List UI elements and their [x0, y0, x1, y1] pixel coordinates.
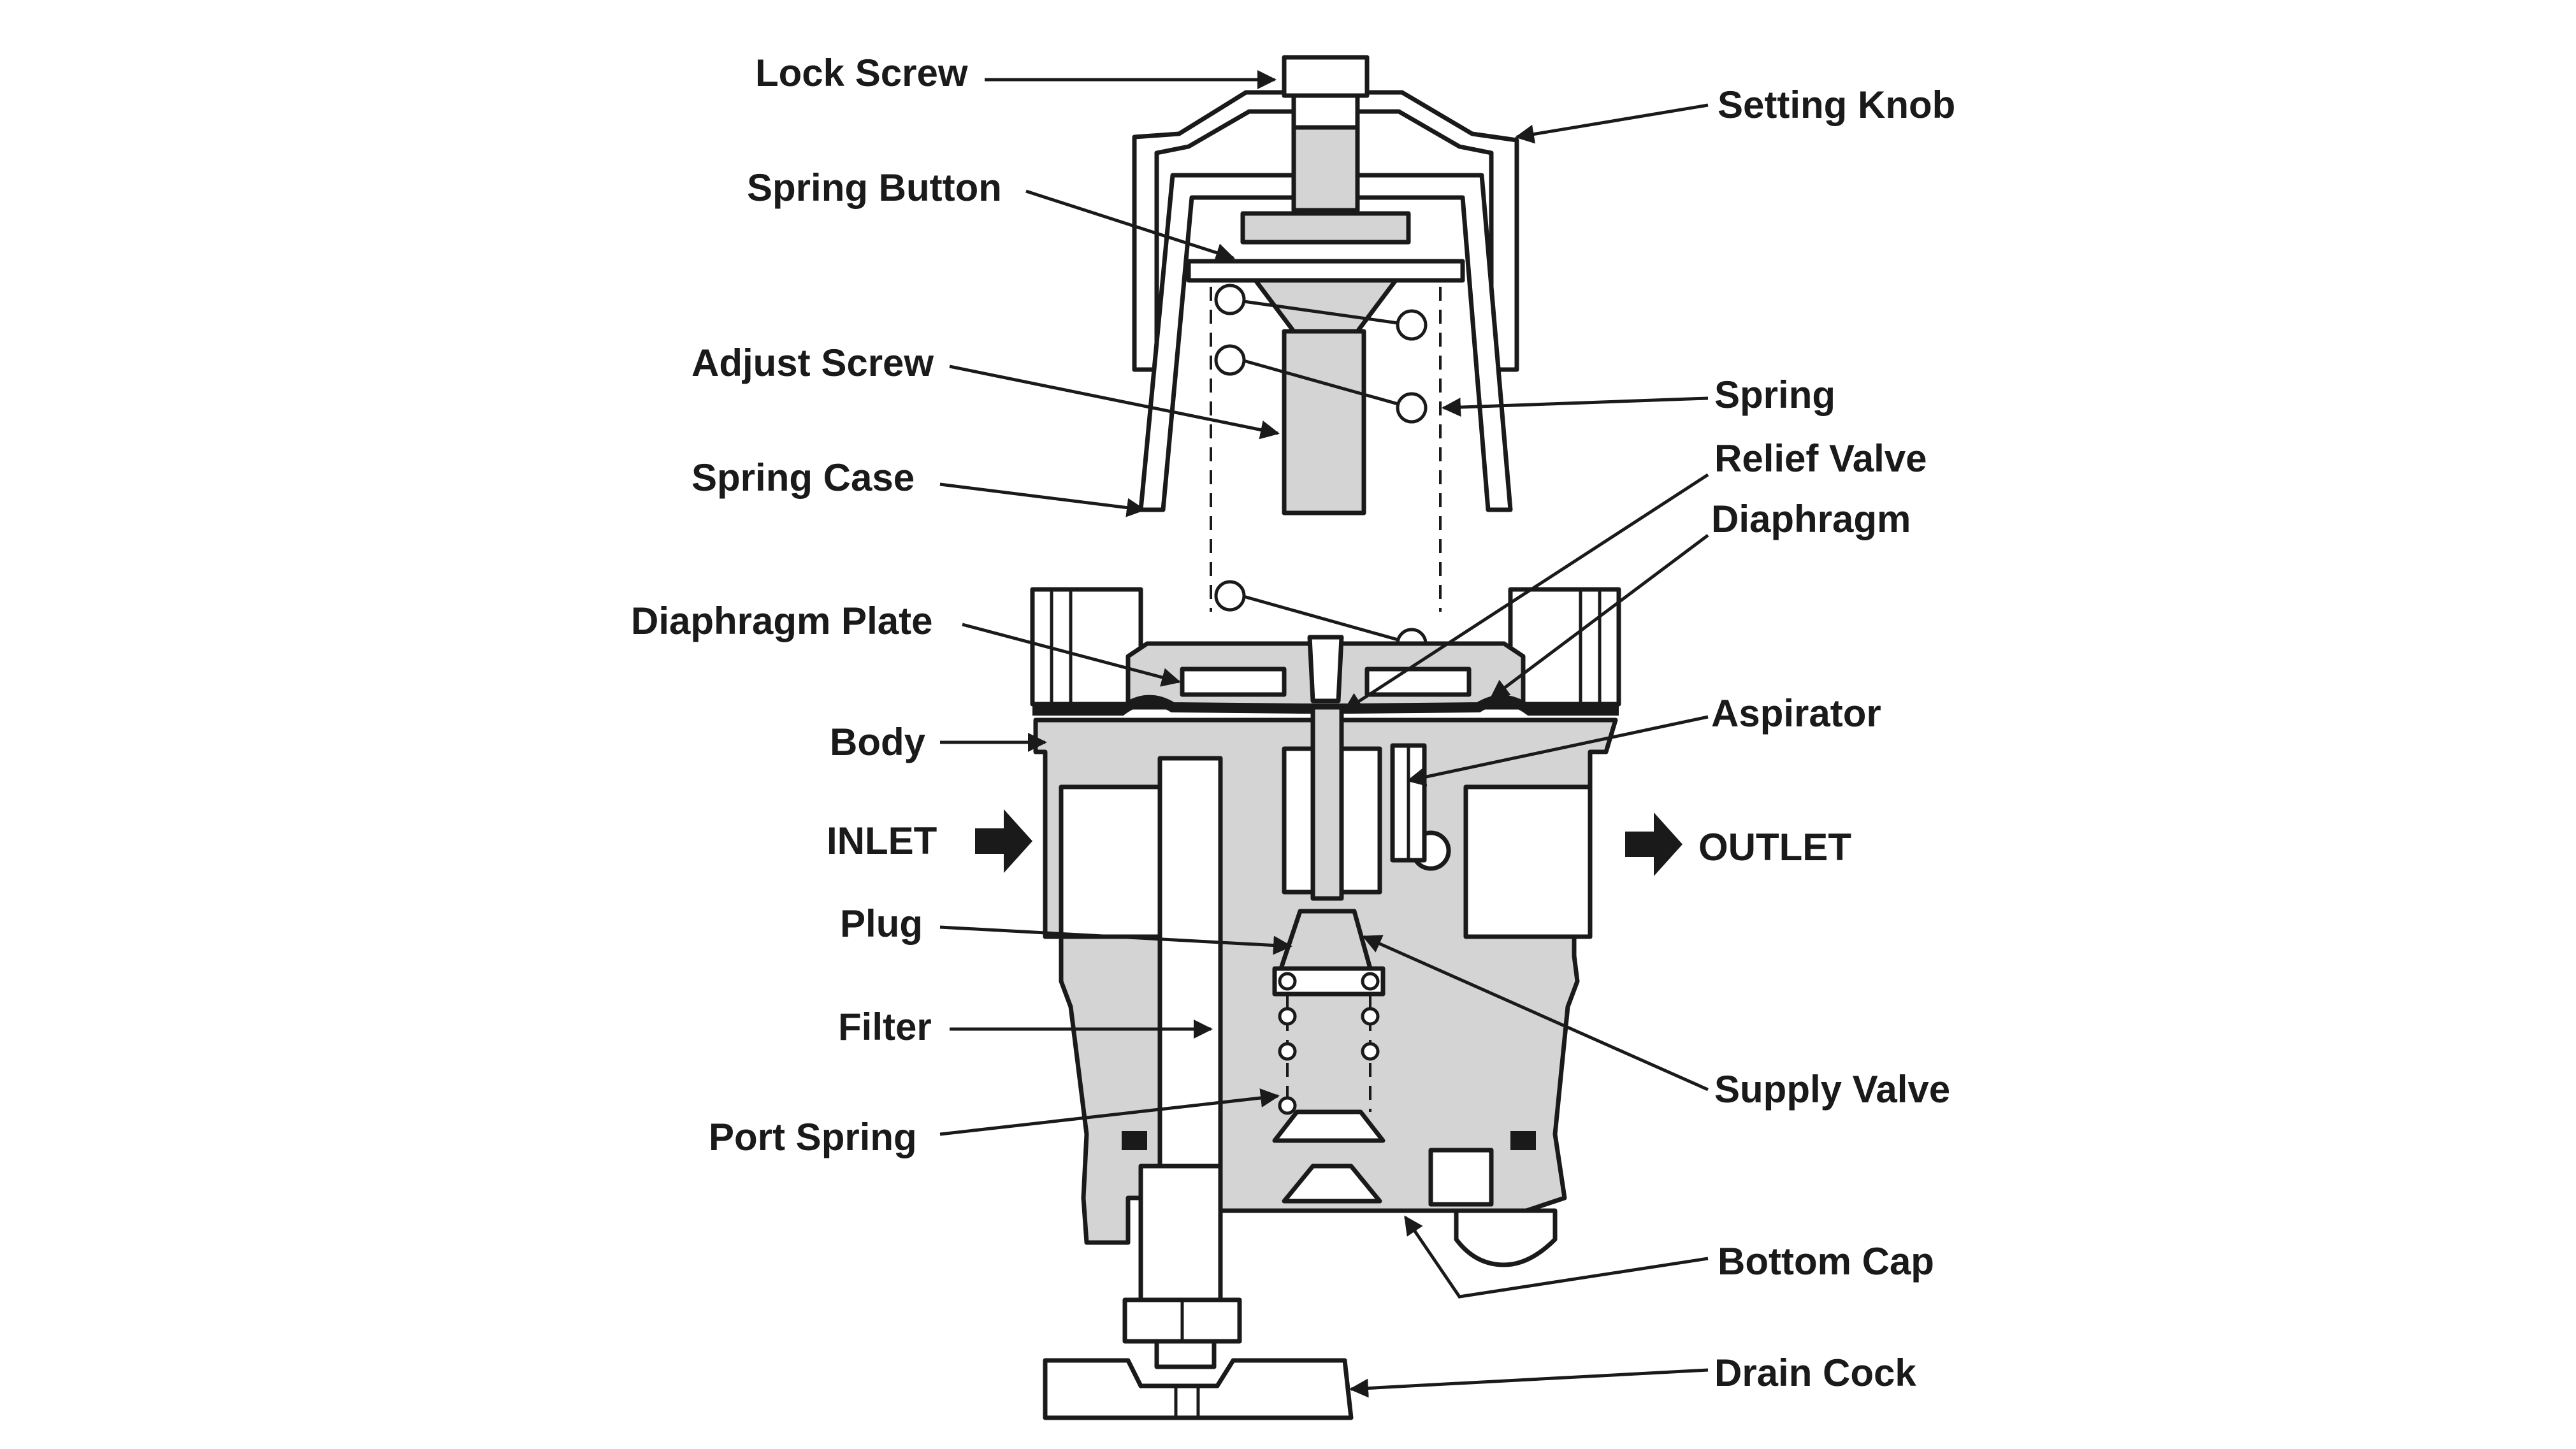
leader-lines — [939, 70, 1709, 1398]
label-diaphragm: Diaphragm — [1711, 498, 1911, 540]
o-ring-left — [1122, 1131, 1147, 1150]
regulator-cross-section — [1030, 55, 1621, 1420]
outlet-port-shape — [1463, 784, 1593, 939]
port-spring-shape — [1272, 966, 1386, 1143]
inlet-arrow-icon — [975, 809, 1032, 873]
o-ring-right — [1510, 1131, 1536, 1150]
label-spring-button: Spring Button — [747, 166, 1002, 209]
label-spring: Spring — [1714, 373, 1835, 416]
label-spring-case: Spring Case — [691, 456, 915, 499]
label-filter: Filter — [838, 1006, 932, 1048]
relief-valve-shape — [1307, 635, 1344, 703]
label-body: Body — [830, 721, 926, 763]
label-supply-valve: Supply Valve — [1714, 1068, 1950, 1111]
outlet-arrow-icon — [1625, 812, 1682, 876]
bottom-cap-shape — [1282, 1148, 1558, 1267]
label-aspirator: Aspirator — [1711, 692, 1881, 735]
label-bottom-cap: Bottom Cap — [1718, 1240, 1934, 1283]
label-plug: Plug — [840, 902, 923, 945]
label-port-spring: Port Spring — [709, 1116, 917, 1158]
labels: Lock Screw Setting Knob Spring Button Ad… — [631, 52, 1955, 1394]
inlet-port-shape — [1059, 784, 1162, 939]
body-flange-shape — [1030, 587, 1621, 707]
label-setting-knob: Setting Knob — [1718, 83, 1955, 126]
spring-shape — [1210, 284, 1442, 660]
label-outlet: OUTLET — [1698, 826, 1851, 869]
spring-case-shape — [1138, 173, 1513, 512]
valve-stem-shape — [1282, 705, 1382, 901]
label-drain-cock: Drain Cock — [1714, 1352, 1916, 1394]
label-adjust-screw: Adjust Screw — [691, 342, 934, 384]
lock-screw-shape — [1282, 55, 1370, 213]
aspirator-shape — [1390, 743, 1427, 863]
label-relief-valve: Relief Valve — [1714, 437, 1927, 480]
filter-shape — [1157, 756, 1223, 1200]
adjust-screw-shape — [1282, 329, 1366, 515]
label-diaphragm-plate: Diaphragm Plate — [631, 600, 932, 642]
label-inlet: INLET — [827, 819, 937, 862]
label-lock-screw: Lock Screw — [755, 52, 968, 94]
drain-cock-shape — [1043, 1164, 1354, 1420]
